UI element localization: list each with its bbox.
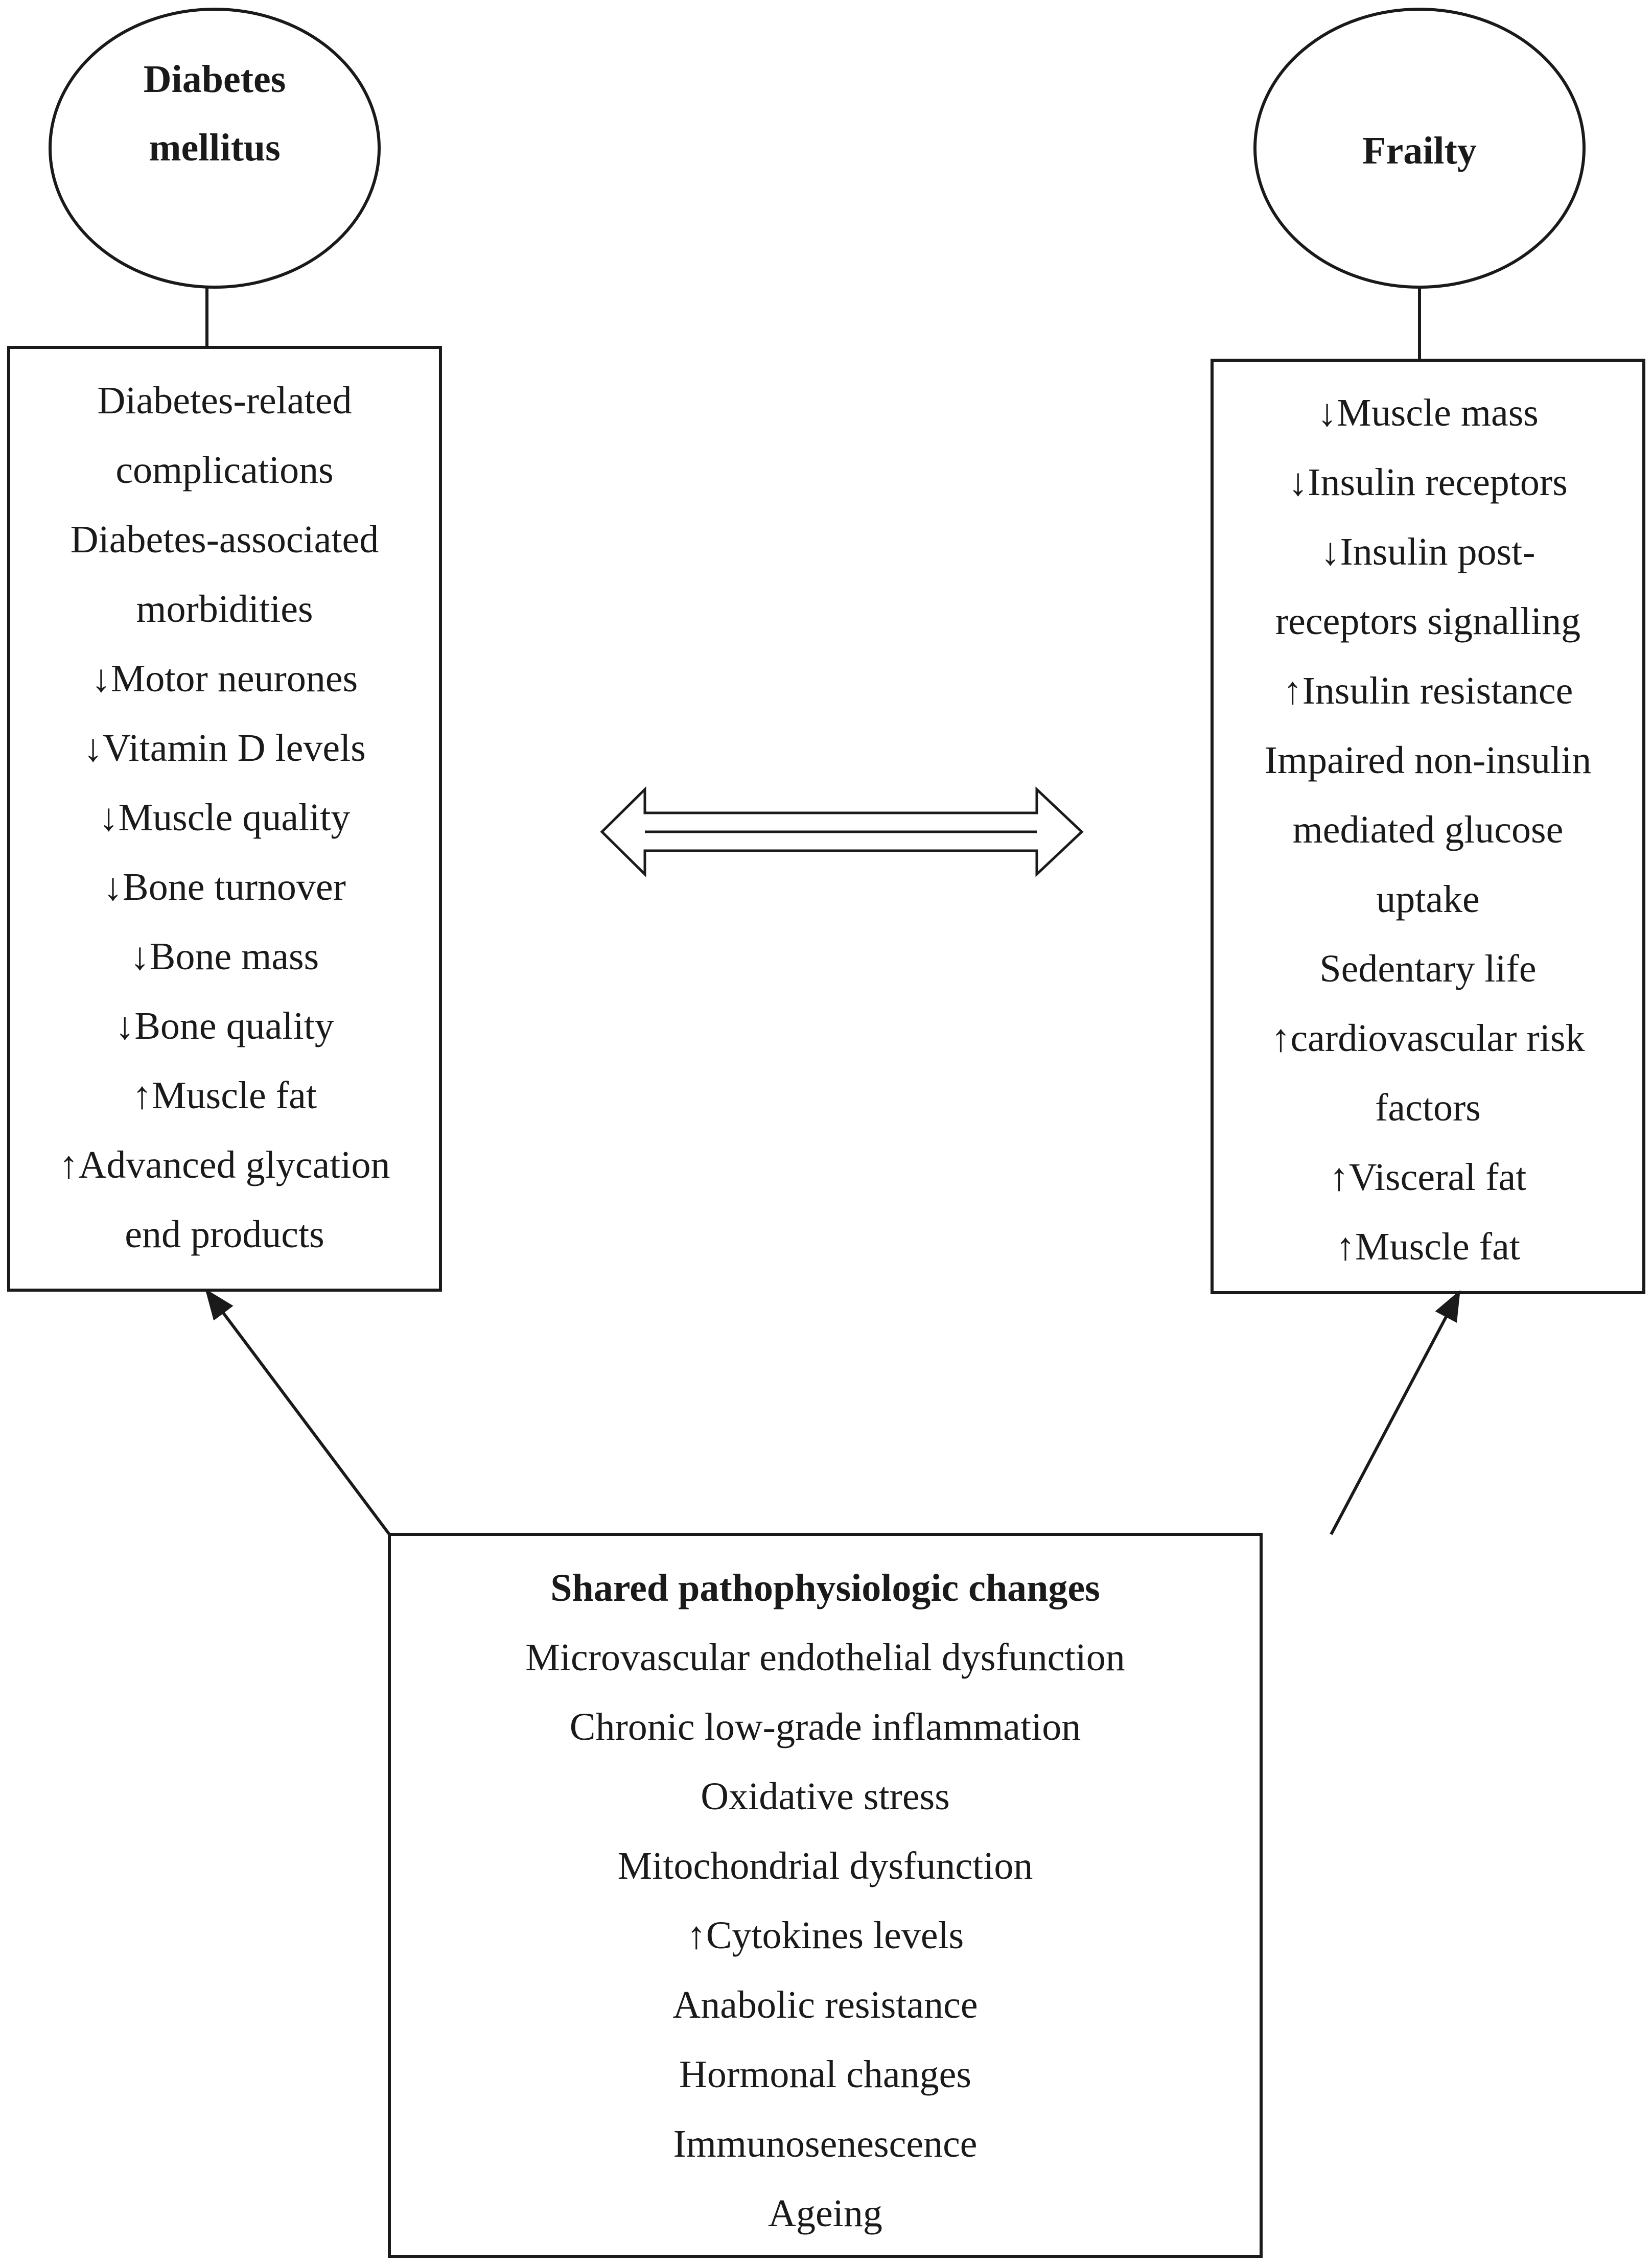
diabetes-oval [49, 8, 381, 289]
shared-item: ↑Cytokines levels [686, 1914, 964, 1957]
diabetes-item: ↓Bone turnover [103, 866, 346, 908]
frailty-list: ↓Muscle mass ↓Insulin receptors ↓Insulin… [1212, 378, 1644, 1281]
arrow-to-frailty [1330, 1290, 1460, 1535]
shared-item: Ageing [768, 2192, 882, 2235]
frailty-item: ↓Insulin post- [1320, 530, 1535, 573]
shared-item: Mitochondrial dysfunction [617, 1844, 1033, 1887]
frailty-item: Impaired non-insulin [1264, 739, 1592, 782]
frailty-item: ↑Visceral fat [1329, 1156, 1527, 1199]
shared-item: Oxidative stress [701, 1775, 950, 1818]
diabetes-title: Diabetes mellitus [87, 45, 342, 182]
shared-list: Shared pathophysiologic changes Microvas… [389, 1553, 1261, 2248]
diabetes-item: end products [125, 1213, 324, 1256]
diabetes-list: Diabetes-related complications Diabetes-… [9, 366, 440, 1269]
frailty-box [1211, 359, 1645, 1294]
diabetes-item: ↓Bone mass [130, 935, 319, 978]
diabetes-item: ↓Bone quality [115, 1005, 334, 1047]
shared-item: Hormonal changes [679, 2053, 971, 2096]
diabetes-item: ↓Motor neurones [91, 657, 358, 700]
frailty-item: receptors signalling [1275, 600, 1581, 643]
frailty-item: factors [1375, 1086, 1481, 1129]
shared-title: Shared pathophysiologic changes [550, 1567, 1100, 1609]
diabetes-title-line: mellitus [149, 126, 281, 169]
frailty-item: ↑Insulin resistance [1283, 669, 1573, 712]
bidirectional-arrow [600, 786, 1084, 877]
frailty-item: ↑cardiovascular risk [1271, 1017, 1585, 1060]
shared-item: Immunosenescence [673, 2122, 978, 2165]
frailty-item: uptake [1376, 878, 1480, 921]
diabetes-item: Diabetes-related [97, 379, 352, 422]
frailty-item: ↑Muscle fat [1336, 1225, 1520, 1268]
diabetes-item: ↑Muscle fat [132, 1074, 317, 1117]
arrow-to-diabetes [205, 1289, 391, 1535]
frailty-item: ↓Insulin receptors [1288, 461, 1568, 504]
frailty-title-line: Frailty [1362, 129, 1477, 172]
frailty-item: Sedentary life [1319, 947, 1537, 990]
diabetes-item: morbidities [136, 588, 313, 631]
diabetes-item: complications [115, 449, 334, 492]
shared-item: Microvascular endothelial dysfunction [525, 1636, 1125, 1679]
frailty-title: Frailty [1292, 116, 1547, 185]
diabetes-item: Diabetes-associated [70, 518, 379, 561]
shared-item: Anabolic resistance [672, 1983, 978, 2026]
diabetes-item: ↓Vitamin D levels [83, 727, 366, 769]
diabetes-title-line: Diabetes [143, 58, 286, 101]
shared-item: Chronic low-grade inflammation [569, 1706, 1081, 1748]
diabetes-item: ↓Muscle quality [99, 796, 351, 839]
frailty-item: mediated glucose [1292, 808, 1564, 851]
shared-box [388, 1533, 1263, 2258]
diabetes-item: ↑Advanced glycation [59, 1143, 390, 1186]
frailty-item: ↓Muscle mass [1317, 391, 1539, 434]
